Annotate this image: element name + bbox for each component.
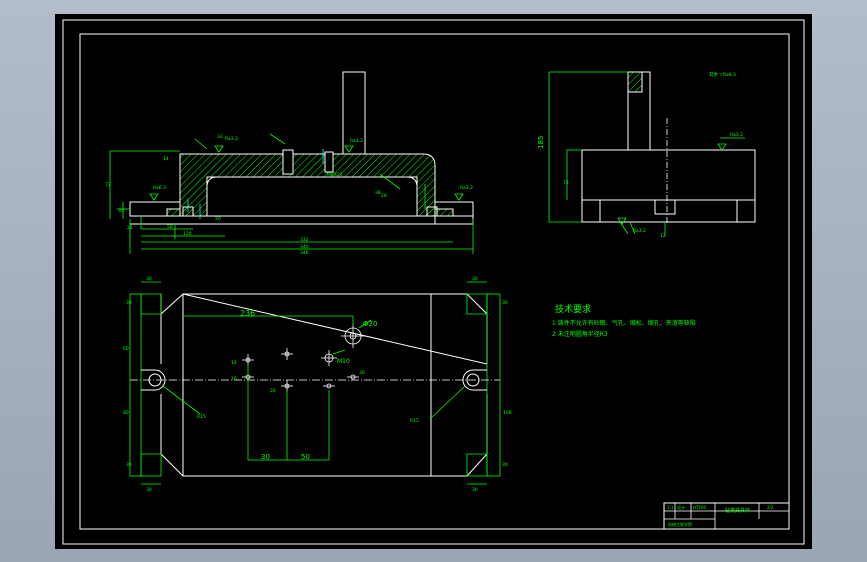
dim-plan-small-7: 108 <box>503 410 512 416</box>
inner-frame <box>79 33 790 530</box>
dim-front-h1: 72 <box>105 182 111 188</box>
dim-plan-50: 50 <box>301 453 310 461</box>
dim-front-mid1: 14 <box>163 156 169 162</box>
engineering-drawing: 32 72 30 24 58 120 332 340 346 14 20 38 … <box>62 19 805 545</box>
dim-plan-small-4: 30 <box>359 370 365 376</box>
side-body <box>581 149 756 201</box>
rough-front-1: Ra3.2 <box>225 136 238 142</box>
rough-side-top: Ra3.2 <box>730 132 743 138</box>
title-part-name: 钻模夹具体 <box>725 507 750 514</box>
dim-front-h3: 24 <box>127 225 133 231</box>
outer-frame <box>62 19 805 545</box>
dim-plan-corner-1: 30 <box>146 276 152 282</box>
dim-plan-corner-2: 30 <box>472 276 478 282</box>
front-section-body <box>166 153 454 217</box>
technical-requirements: 技术要求 1 铸件不允许有砂眼、气孔、缩松、缩孔、夹渣等缺陷 2 未注明圆角半径… <box>552 303 696 338</box>
dim-plan-corner-7: 30 <box>126 462 132 468</box>
cad-viewport[interactable]: 32 72 30 24 58 120 332 340 346 14 20 38 … <box>55 14 812 549</box>
tech-req-title: 技术要求 <box>555 303 591 315</box>
dim-plan-small-1: 14 <box>231 360 237 366</box>
plan-view: 236 30 50 Φ20 M10 R15 R15 30 30 30 30 30… <box>123 276 512 493</box>
rough-front-4: Ra3.2 <box>350 138 363 144</box>
side-note: 其余 ▽Ra6.3 <box>709 71 736 78</box>
rough-front-3: Ra3.2 <box>460 185 473 191</box>
dim-front-b5: 346 <box>300 250 309 256</box>
dim-front-b4: 340 <box>300 244 309 250</box>
dim-front-b6: 38 <box>375 190 381 196</box>
dim-plan-30: 30 <box>261 453 270 461</box>
dim-plan-small-5: 60 <box>123 346 129 352</box>
dim-plan-r15-left: R15 <box>197 414 206 420</box>
dim-plan-corner-6: 30 <box>502 300 508 306</box>
dim-front-h2: 30 <box>118 208 124 214</box>
dim-side-inner: 72 <box>563 180 569 186</box>
plan-slot-left <box>141 369 166 391</box>
dim-front-slot: M8X25 <box>327 172 343 178</box>
tech-req-item-2: 2 未注明圆角半径R3 <box>552 330 608 338</box>
dim-front-b1: 58 <box>167 224 173 230</box>
dim-plan-236: 236 <box>240 309 255 318</box>
dim-side-small: 12 <box>660 233 666 239</box>
dim-plan-corner-5: 30 <box>126 300 132 306</box>
dim-plan-phi20: Φ20 <box>363 320 377 328</box>
rough-front-2: Ra6.3 <box>153 185 166 191</box>
dim-plan-small-3: 20 <box>270 388 276 394</box>
dim-plan-m10: M10 <box>337 358 350 365</box>
front-view: 32 72 30 24 58 120 332 340 346 14 20 38 … <box>105 71 474 256</box>
title-designer: 设计 <box>677 504 685 510</box>
dim-front-b2: 120 <box>183 231 192 237</box>
plan-inner <box>182 293 432 477</box>
dim-front-right: 28 <box>381 193 387 199</box>
dim-plan-small-2: 16 <box>231 376 237 382</box>
dim-plan-r15-right: R15 <box>410 418 419 424</box>
dim-front-mid2: 20 <box>215 216 221 222</box>
dim-plan-corner-8: 30 <box>502 462 508 468</box>
dim-front-b3: 332 <box>300 237 309 243</box>
dim-plan-corner-4: 30 <box>472 487 478 493</box>
plan-outline <box>160 293 488 477</box>
dim-plan-corner-3: 30 <box>146 487 152 493</box>
side-base <box>581 199 756 223</box>
dim-front-top: 32 <box>217 134 223 140</box>
side-view: 185 72 Ra3.2 Ra3.2 其余 ▽Ra6.3 12 <box>537 71 756 239</box>
rough-side-bottom: Ra3.2 <box>633 228 646 234</box>
title-scale: 1:1 <box>667 505 674 510</box>
dim-side-height: 185 <box>537 136 545 149</box>
title-school: 机械工程学院 <box>668 521 692 527</box>
dim-plan-small-6: 80 <box>123 410 129 416</box>
tech-req-item-1: 1 铸件不允许有砂眼、气孔、缩松、缩孔、夹渣等缺陷 <box>552 319 696 327</box>
title-material: HT200 <box>693 505 707 510</box>
title-block: 设计 HT200 钻模夹具体 1:1 2/2 机械工程学院 <box>663 502 790 530</box>
title-sheet: 2/2 <box>767 505 774 510</box>
